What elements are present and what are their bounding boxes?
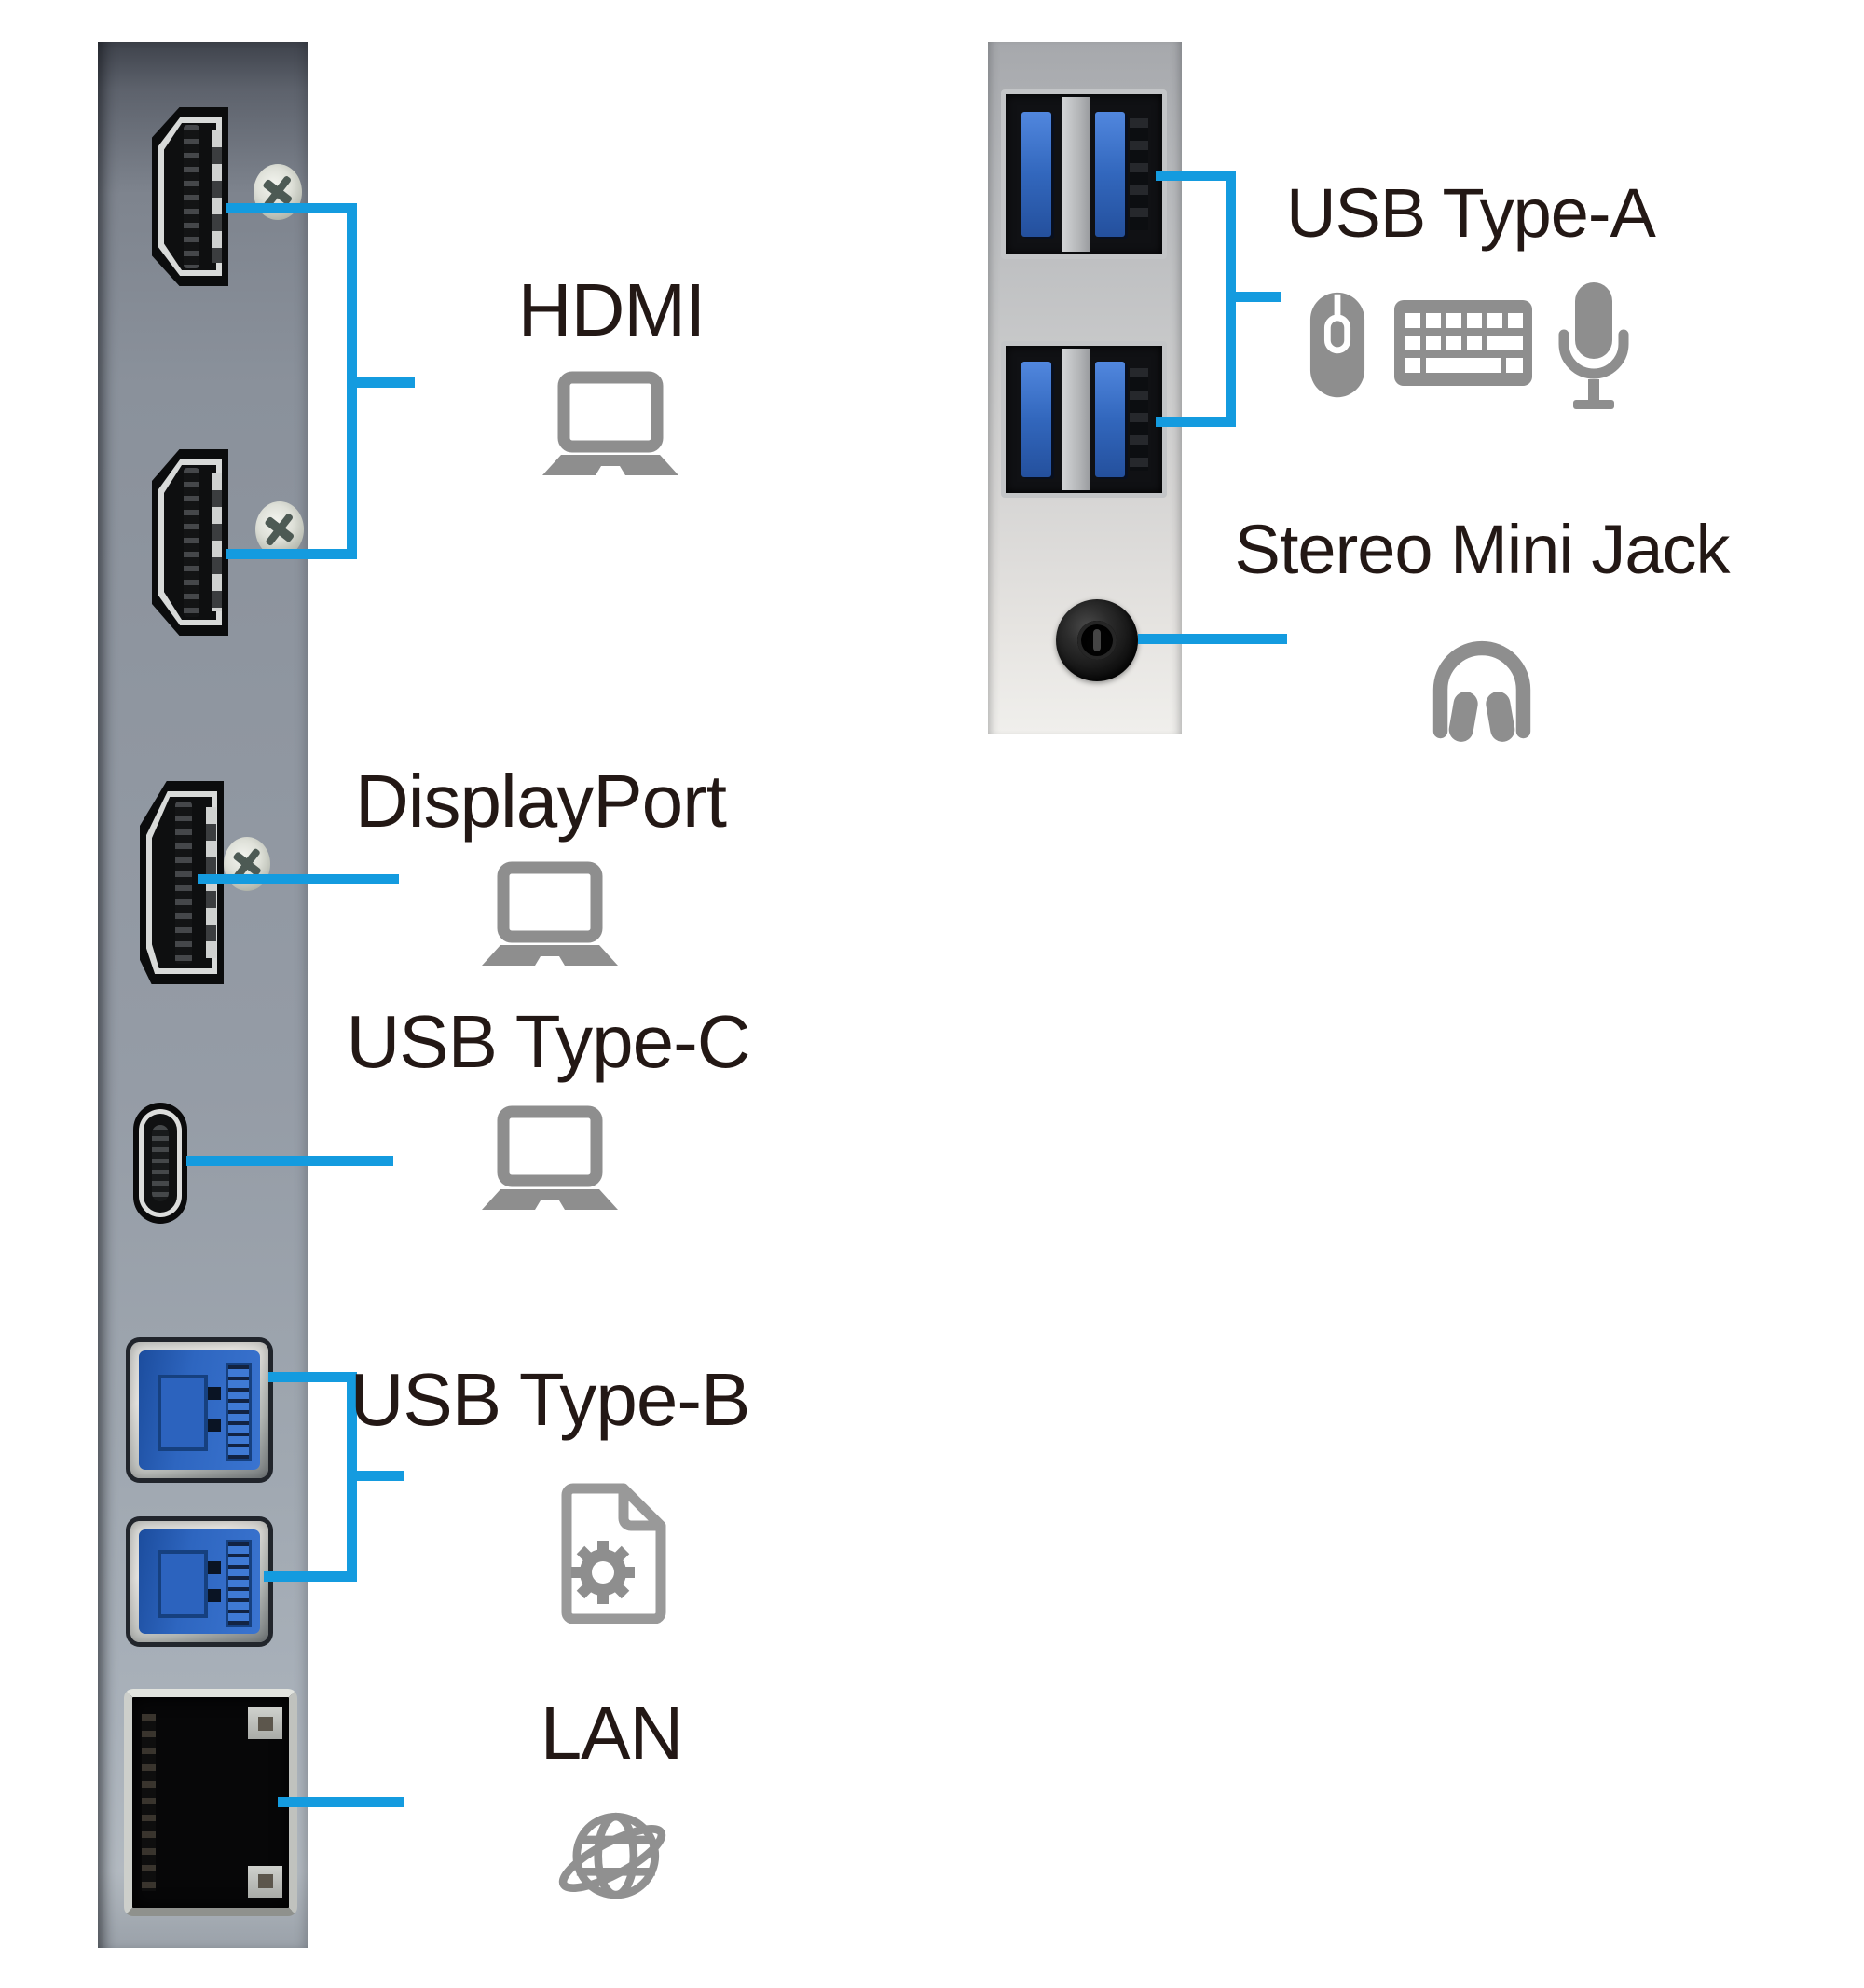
usb-a-contacts [1129, 367, 1148, 472]
stereo-mini-jack-label: Stereo Mini Jack [1234, 511, 1731, 588]
lan-label: LAN [540, 1692, 684, 1775]
hdmi-port-contacts [212, 130, 222, 264]
stereo-mini-jack-port [1056, 599, 1138, 681]
left-panel-photo [98, 42, 308, 1948]
usb-b-key [157, 1374, 222, 1451]
keyboard-icon [1392, 298, 1534, 388]
lan-pins [142, 1714, 157, 1891]
document-gear-icon [556, 1482, 668, 1624]
lan-tab [248, 1865, 283, 1898]
usb-b-contacts [225, 1540, 252, 1627]
usb-a-divider [1062, 349, 1090, 490]
usb-b-connector [139, 1529, 260, 1634]
connector-line-lan [278, 1797, 404, 1807]
usb-c-port [133, 1103, 187, 1224]
headphones-icon [1428, 624, 1536, 755]
usb-b-contacts [225, 1362, 252, 1461]
hdmi-port-slot [184, 468, 199, 617]
connector-line-displayport [198, 874, 399, 884]
usb-b-label: USB Type-B [350, 1358, 751, 1441]
laptop-icon [536, 371, 685, 481]
jack-hole [1076, 620, 1117, 661]
hdmi-label: HDMI [517, 268, 706, 351]
connector-line-usb-b-2 [264, 1571, 357, 1582]
usb-a-tongue [1021, 111, 1051, 238]
usb-a-contacts [1129, 117, 1148, 231]
connector-line-usb-a-stub [1226, 292, 1282, 302]
connector-line-usb-a-2 [1156, 417, 1236, 427]
usb-a-tongue [1021, 362, 1051, 477]
usb-a-label: USB Type-A [1286, 174, 1656, 252]
displayport-port [140, 781, 224, 984]
usb-a-tongue [1094, 111, 1125, 238]
hdmi-port-2 [152, 449, 228, 636]
usb-b-connector [139, 1350, 260, 1470]
usb-a-port-1 [1001, 89, 1167, 259]
connector-line-jack [1138, 634, 1287, 644]
hdmi-port-1 [152, 107, 228, 286]
usb-a-tongue [1094, 362, 1125, 477]
connector-line-usb-b-1 [268, 1372, 357, 1382]
laptop-icon [475, 1105, 624, 1215]
usb-b-port-1 [130, 1342, 268, 1478]
usb-c-slot [152, 1125, 169, 1201]
usb-b-key [157, 1550, 222, 1619]
displayport-slot [174, 801, 192, 965]
connector-line-usb-c [186, 1156, 393, 1166]
mouse-icon [1309, 289, 1366, 401]
lan-tab [248, 1707, 283, 1740]
microphone-icon [1557, 281, 1630, 411]
lan-port [124, 1689, 297, 1916]
usb-a-port-2 [1001, 341, 1167, 498]
hdmi-port-slot [184, 125, 199, 268]
usb-b-port-2 [130, 1521, 268, 1642]
jack-highlight [1093, 628, 1101, 652]
connector-line-usb-a-1 [1156, 171, 1236, 181]
connector-line-usb-b-stub [347, 1471, 404, 1481]
screw [255, 501, 304, 557]
usb-c-label: USB Type-C [346, 1000, 750, 1083]
connector-line-hdmi-2 [226, 549, 357, 559]
displayport-label: DisplayPort [354, 760, 727, 843]
globe-icon [554, 1799, 671, 1918]
laptop-icon [475, 861, 624, 971]
hdmi-port-contacts [212, 473, 222, 611]
connector-line-hdmi-1 [226, 203, 357, 213]
usb-a-divider [1062, 97, 1090, 252]
connector-line-hdmi-stub [347, 377, 415, 388]
